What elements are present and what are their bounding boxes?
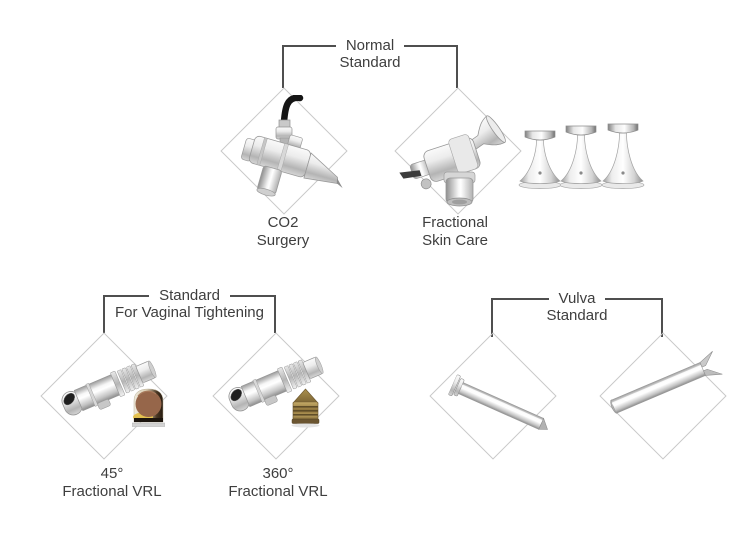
bracket-line-left bbox=[491, 297, 549, 300]
bracket-drop-left bbox=[282, 45, 284, 88]
laser-window bbox=[63, 392, 75, 406]
label-line2: Fractional VRL bbox=[228, 483, 328, 500]
brown-tip-face bbox=[135, 391, 162, 417]
label-line1: 360° bbox=[262, 465, 294, 482]
fork-prong-top bbox=[699, 350, 713, 368]
three-fractional-spool-tips-image bbox=[518, 123, 645, 189]
bracket-normal-standard: Normal Standard bbox=[282, 37, 458, 88]
360-degree-tip-inset-image bbox=[291, 388, 320, 428]
bracket-drop-right bbox=[274, 295, 276, 333]
product-label-fractional-skin-care: Fractional Skin Care bbox=[395, 214, 515, 250]
label-line2: Fractional VRL bbox=[62, 483, 162, 500]
section-title-line1: Normal bbox=[345, 37, 395, 54]
45-degree-vrl-probe-image bbox=[61, 360, 157, 416]
bracket-drop-right bbox=[661, 298, 663, 337]
bracket-line-right bbox=[605, 297, 663, 300]
bracket-line-right bbox=[404, 44, 458, 47]
product-label-360-vrl: 360° Fractional VRL bbox=[198, 465, 358, 501]
spool-tip-medium bbox=[559, 125, 603, 189]
forked-tip-probe-image bbox=[610, 350, 723, 414]
cable bbox=[280, 95, 304, 126]
bracket-vaginal-tightening: Standard For Vaginal Tightening bbox=[103, 287, 277, 333]
bracket-line-left bbox=[103, 294, 150, 297]
fractional-skin-care-handpiece-image bbox=[399, 115, 506, 207]
bracket-line-left bbox=[282, 44, 336, 47]
spool-tip-small bbox=[518, 130, 562, 189]
fork-prong-bottom bbox=[703, 368, 723, 376]
co2-surgery-handpiece-image bbox=[241, 95, 343, 197]
label-line2: Surgery bbox=[256, 232, 310, 249]
section-title-line2: For Vaginal Tightening bbox=[115, 304, 264, 321]
45-degree-tip-inset-image bbox=[132, 388, 165, 427]
brass-cone bbox=[292, 388, 319, 404]
label-line1: 45° bbox=[100, 465, 124, 482]
beveled-tip-probe-image bbox=[448, 374, 548, 430]
laser-window bbox=[230, 388, 242, 402]
section-title-line2: Standard bbox=[546, 307, 608, 324]
product-label-co2-surgery: CO2 Surgery bbox=[223, 214, 343, 250]
section-title-line2: Standard bbox=[339, 54, 401, 71]
bracket-vulva-standard: Vulva Standard bbox=[491, 290, 663, 337]
label-line1: CO2 bbox=[267, 214, 299, 231]
bracket-line-right bbox=[229, 294, 277, 297]
label-line1: Fractional bbox=[422, 214, 488, 231]
product-label-45-vrl: 45° Fractional VRL bbox=[32, 465, 192, 501]
360-degree-vrl-probe-image bbox=[228, 356, 324, 412]
bracket-drop-left bbox=[491, 298, 493, 337]
bracket-drop-right bbox=[456, 45, 458, 88]
label-line2: Skin Care bbox=[422, 232, 488, 249]
bracket-drop-left bbox=[103, 295, 105, 333]
section-title-line1: Standard bbox=[159, 287, 220, 304]
spool-tip-large bbox=[601, 123, 645, 189]
section-title-line1: Vulva bbox=[558, 290, 596, 307]
beveled-tip bbox=[538, 417, 548, 430]
